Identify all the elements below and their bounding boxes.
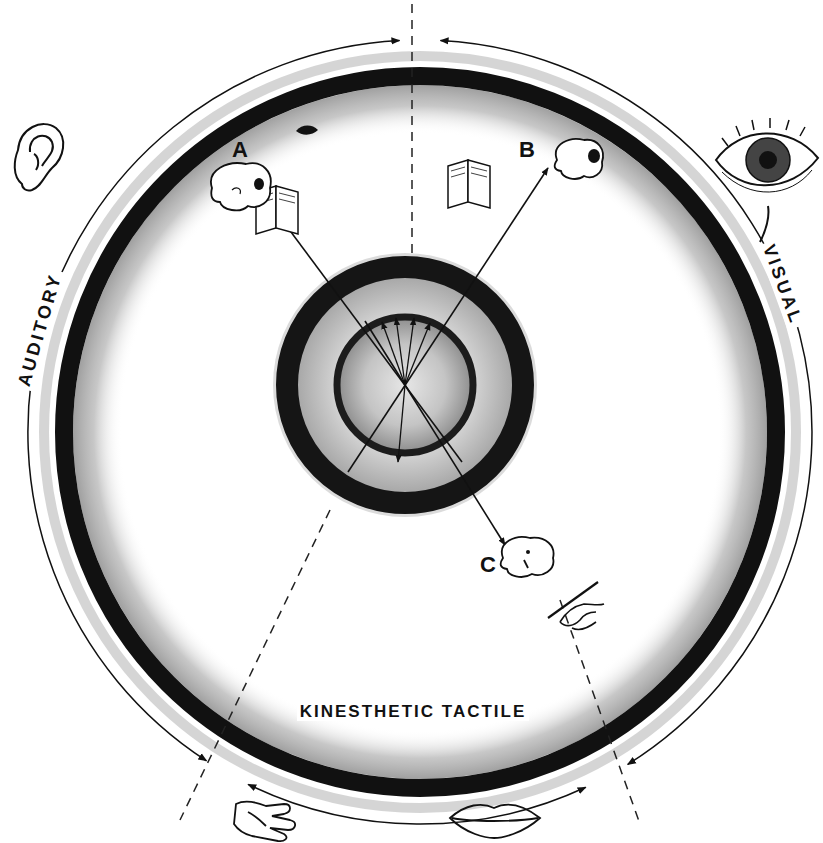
divider-line [560,600,640,824]
writing-hand-icon [548,582,604,630]
ear-icon [15,124,64,190]
book-icon [448,160,490,208]
callout-letter: B [519,138,535,162]
callout-letter: C [480,553,496,577]
outer-ring [64,76,776,788]
sector-label: KINESTHETIC TACTILE [297,703,530,722]
pathway-line [262,193,462,462]
ring-shade [73,85,767,779]
divider-line [411,4,413,258]
pathway-line [348,168,548,472]
inner-disk [287,267,523,503]
ring-halo [44,56,796,808]
center-arrows [382,318,430,462]
pathway-line [365,321,505,545]
kinesthetic-arc [248,784,586,824]
eye-icon [716,118,818,192]
callout-letter: A [232,138,248,162]
pen-mark [760,206,769,242]
hand-icon [234,802,295,841]
lips-icon [450,805,540,838]
mouth-mark [296,126,318,135]
brain-icon [501,537,554,577]
inner-halo [273,253,537,517]
brain-icon [555,139,603,179]
brain-icon [211,163,271,210]
divider-line [180,510,330,820]
